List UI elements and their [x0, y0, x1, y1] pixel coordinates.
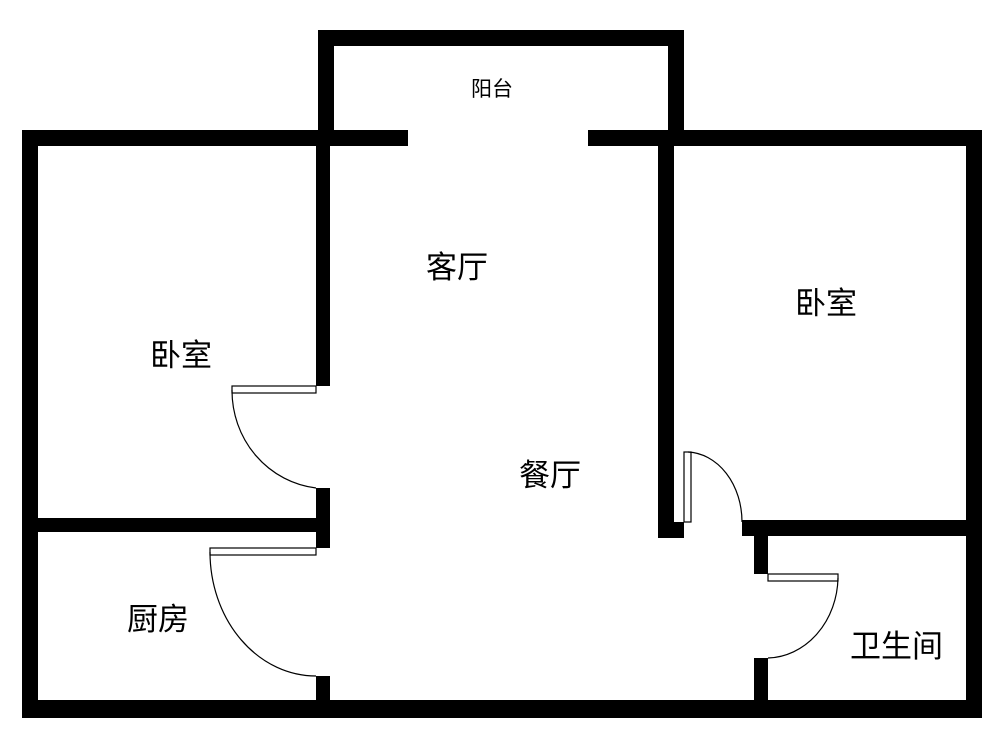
door-kitchen-leaf — [209, 547, 317, 556]
label-bedroom-right: 卧室 — [795, 286, 857, 322]
wall-bedroom-right-west — [658, 146, 674, 538]
wall-kitchen-east-stub — [316, 676, 330, 702]
balcony-wall-top — [318, 30, 684, 46]
wall-bathroom-west-upper — [754, 536, 768, 574]
wall-bedroom-right-west-jamb — [658, 522, 684, 538]
wall-bedroom-bathroom — [742, 520, 966, 536]
wall-top-right — [588, 130, 982, 146]
door-bathroom-swing — [767, 577, 839, 659]
label-living-room: 客厅 — [426, 250, 488, 286]
door-bedroom-left-swing — [231, 389, 317, 489]
door-bedroom-left-leaf — [231, 385, 317, 394]
door-bathroom-leaf — [767, 573, 839, 582]
balcony-wall-left — [318, 30, 334, 146]
door-bedroom-right-swing — [687, 451, 743, 523]
door-kitchen-swing — [209, 551, 317, 677]
wall-top-left — [22, 130, 408, 146]
wall-bedroom-left-east-upper — [316, 146, 330, 386]
wall-outer-right — [966, 130, 982, 718]
door-bedroom-right-leaf — [683, 451, 692, 523]
label-balcony: 阳台 — [471, 77, 513, 101]
label-kitchen: 厨房 — [127, 602, 189, 638]
wall-bedroom-kitchen — [38, 518, 330, 532]
label-bathroom: 卫生间 — [850, 629, 943, 665]
wall-bathroom-west-lower — [754, 658, 768, 702]
balcony-wall-right — [668, 30, 684, 146]
label-dining-room: 餐厅 — [519, 458, 581, 494]
label-bedroom-left: 卧室 — [150, 338, 212, 374]
wall-outer-left — [22, 130, 38, 718]
wall-outer-bottom — [22, 700, 982, 718]
